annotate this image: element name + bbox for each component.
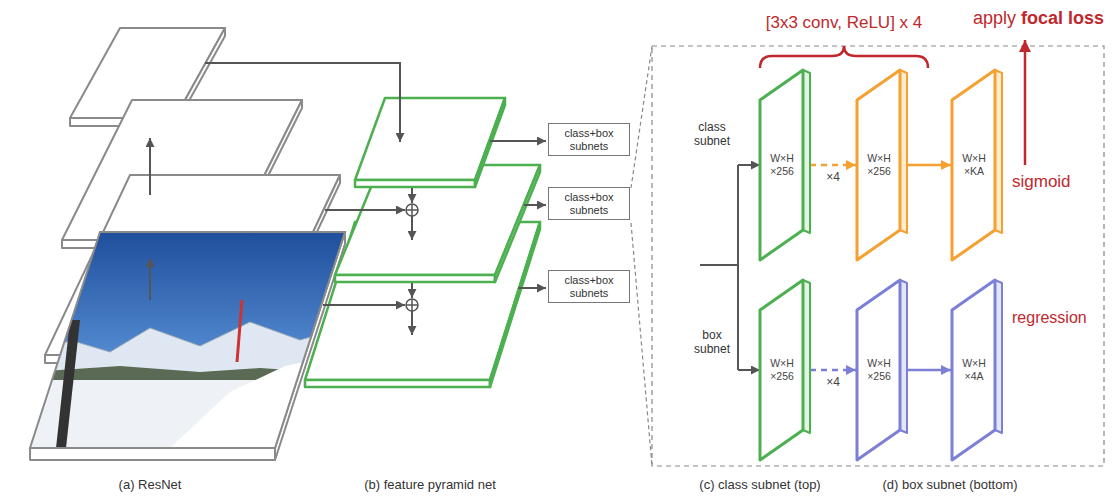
node-text: W×H ×4A <box>957 357 991 382</box>
lateral-arrow <box>325 209 405 211</box>
pyramid-level <box>335 165 540 275</box>
repeat-label: ×4 <box>824 375 842 389</box>
branch-label: class subnet <box>690 120 734 149</box>
top-down-arrow <box>411 311 413 335</box>
image-layer-edge <box>30 448 275 460</box>
flow-arrow <box>810 164 856 167</box>
pyramid-level-edge <box>495 165 540 282</box>
sum-circle <box>406 299 418 311</box>
panel-caption: (a) ResNet <box>119 477 182 493</box>
output-map: W×H ×KA <box>950 70 1005 260</box>
input-photo <box>30 232 350 462</box>
photo-sky <box>30 232 350 462</box>
output-arrow <box>524 204 546 206</box>
subnet-box: class+box subnets <box>548 123 630 156</box>
map-face <box>760 280 803 460</box>
map-face <box>857 70 900 260</box>
loss-label: focal loss <box>1021 8 1104 30</box>
pyramid-level-edge <box>335 275 495 282</box>
node-text: W×H ×256 <box>862 152 896 177</box>
panel-caption: (c) class subnet (top) <box>699 477 820 493</box>
feature-map: W×H ×256 <box>758 70 813 260</box>
pyramid-arrows <box>205 63 546 335</box>
curly-brace <box>760 46 928 68</box>
sum-symbols <box>406 204 418 311</box>
pyramid-level-edge <box>355 180 475 187</box>
repeat-label: ×4 <box>824 170 842 184</box>
node-text: class+box subnets <box>555 274 623 299</box>
flow-arrow <box>907 369 951 372</box>
sum-cross <box>411 299 413 311</box>
up-arrow <box>149 258 151 300</box>
up-arrow <box>149 138 151 195</box>
output-arrow <box>490 140 546 142</box>
output-map: W×H ×4A <box>950 280 1005 460</box>
pyramid-level-edge <box>305 380 490 387</box>
node-text: W×H ×256 <box>765 357 799 382</box>
branch-arrow <box>738 164 760 166</box>
flow-arrow <box>810 369 856 372</box>
feature-map: W×H ×256 <box>855 70 910 260</box>
subnet-box: class+box subnets <box>548 270 630 303</box>
map-face <box>760 70 803 260</box>
node-text: class+box subnets <box>555 127 623 152</box>
photo-trees <box>30 366 350 382</box>
subnet-box: class+box subnets <box>548 187 630 220</box>
activation-label: regression <box>1012 308 1087 327</box>
branch-arrow <box>738 369 760 371</box>
input-line <box>700 264 738 266</box>
photo-pole <box>56 320 80 448</box>
feature-map: W×H ×256 <box>758 280 813 460</box>
lateral-arrow <box>323 304 405 306</box>
loss-label: apply <box>973 8 1016 30</box>
activation-label: sigmoid <box>1012 172 1071 192</box>
top-down-arrow <box>411 283 413 298</box>
panel-caption: (d) box subnet (bottom) <box>882 477 1017 493</box>
pyramid-level-edge <box>475 98 505 187</box>
map-face <box>952 70 995 260</box>
lateral-arrow <box>205 63 400 142</box>
resnet-arrows <box>149 138 151 300</box>
panel-caption: (b) feature pyramid net <box>364 477 496 493</box>
map-face <box>952 280 995 460</box>
loss-arrow <box>1024 40 1027 165</box>
top-down-arrow <box>411 216 413 240</box>
zoom-box <box>652 46 1104 466</box>
node-text: W×H ×KA <box>957 152 991 177</box>
sum-cross <box>411 204 413 216</box>
map-face <box>857 280 900 460</box>
feature-map: W×H ×256 <box>855 280 910 460</box>
sum-circle <box>406 204 418 216</box>
image-layer <box>30 232 345 448</box>
zoom-line <box>631 46 652 188</box>
photo-marker <box>237 300 242 362</box>
node-text: W×H ×256 <box>765 152 799 177</box>
top-down-arrow <box>411 188 413 203</box>
bracket-label: [3x3 conv, ReLU] x 4 <box>766 13 923 33</box>
branch-line <box>737 165 739 370</box>
output-arrow <box>518 287 546 289</box>
zoom-line <box>631 223 652 466</box>
branch-label: box subnet <box>690 328 734 357</box>
node-text: W×H ×256 <box>862 357 896 382</box>
node-text: class+box subnets <box>555 191 623 216</box>
zoom-outline <box>631 46 1104 466</box>
flow-arrow <box>907 164 951 167</box>
